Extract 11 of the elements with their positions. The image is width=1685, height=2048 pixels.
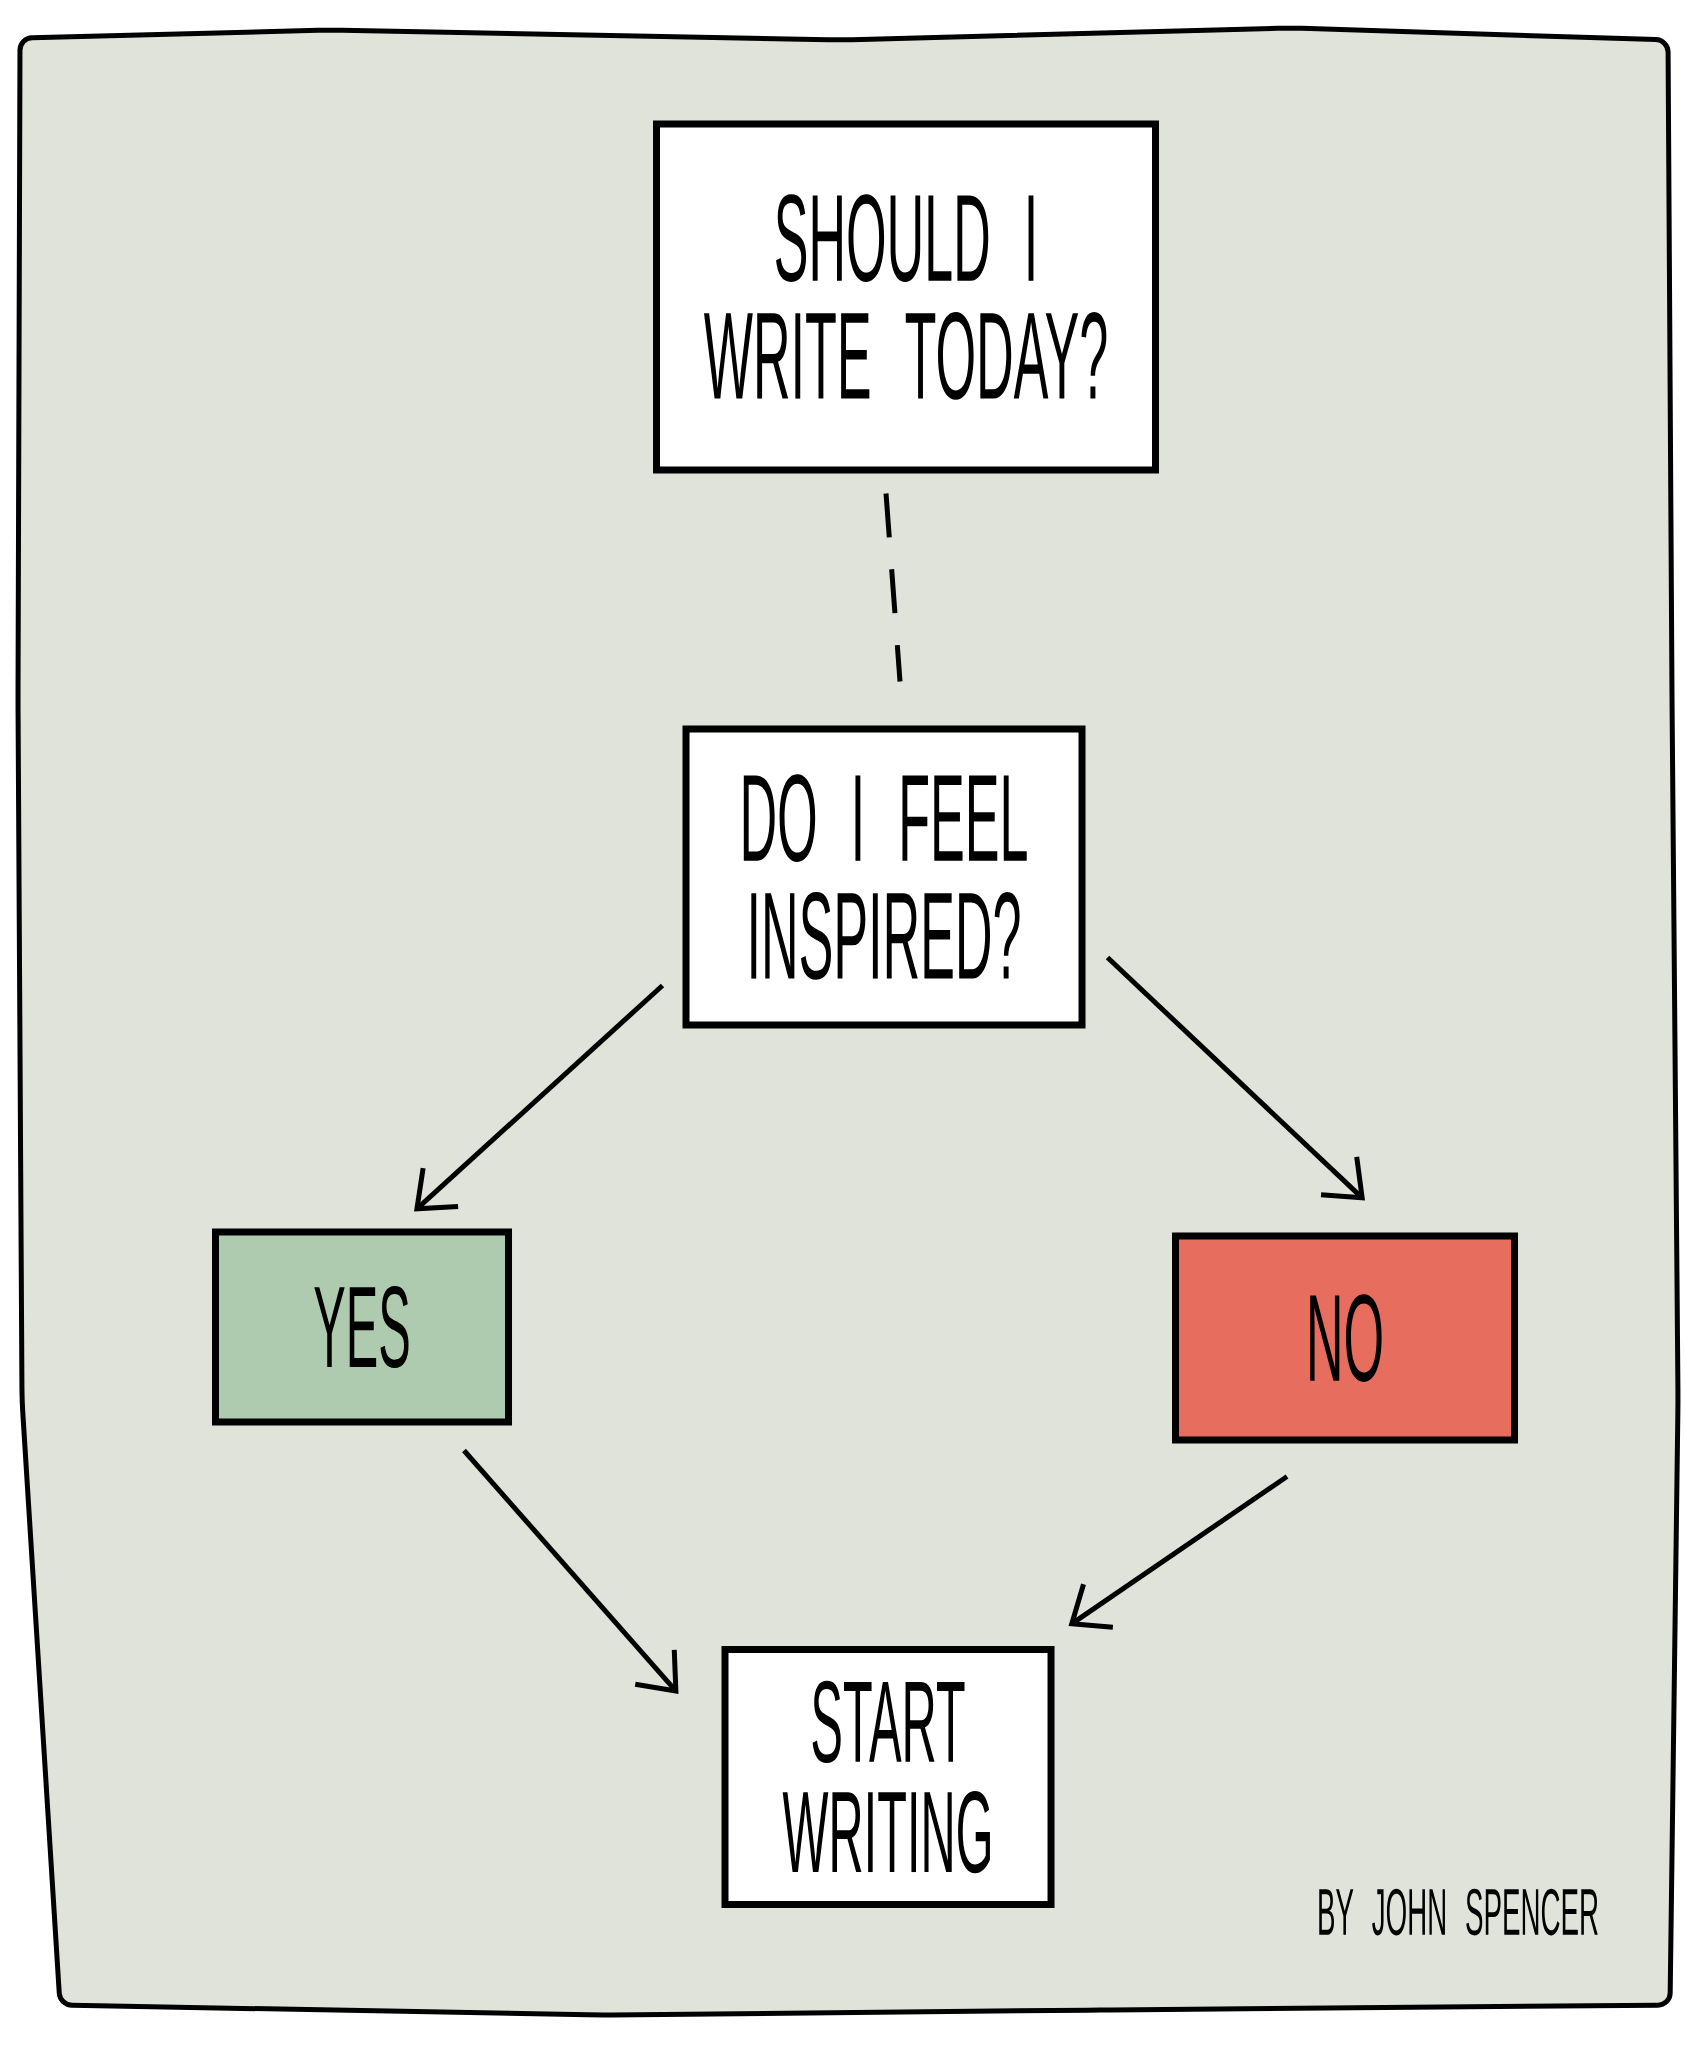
arrow xyxy=(1105,955,1366,1201)
arrow xyxy=(414,983,665,1212)
process-box: SHOULD I WRITE TODAY? xyxy=(653,120,1159,474)
dashed-line xyxy=(883,493,903,682)
process-box: START WRITING xyxy=(721,1646,1055,1908)
process-box: NO xyxy=(1172,1232,1518,1444)
author-credit: BY JOHN SPENCER xyxy=(1319,1888,1598,1936)
process-box: YES xyxy=(212,1228,512,1426)
arrow xyxy=(462,1448,679,1694)
arrow xyxy=(1068,1474,1289,1630)
process-box: DO I FEEL INSPIRED? xyxy=(682,725,1086,1029)
